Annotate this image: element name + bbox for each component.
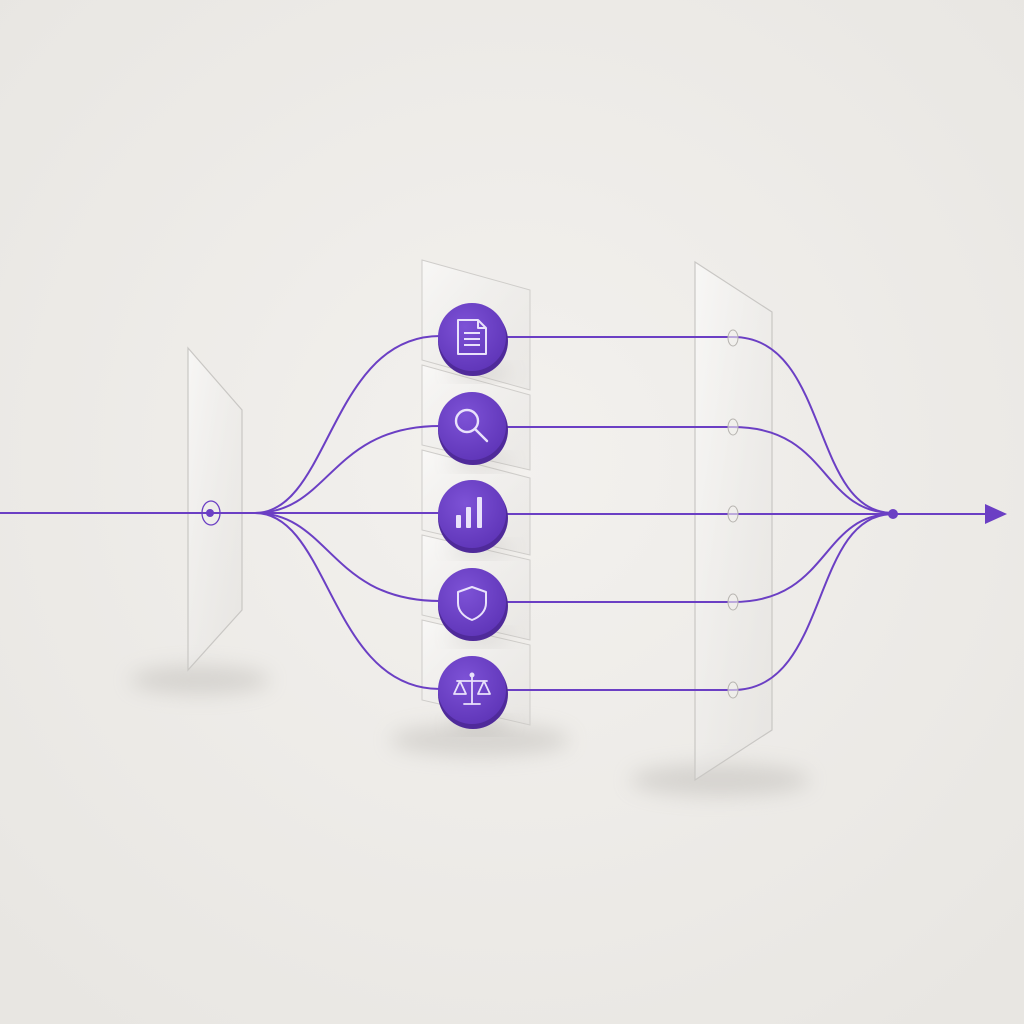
search-node — [438, 392, 510, 468]
output-port-search — [727, 418, 739, 436]
document-node — [438, 303, 510, 378]
shield-icon — [457, 586, 487, 621]
merge-node — [888, 509, 898, 519]
fan-in-line-compliance — [732, 513, 894, 691]
fan-out-line-security — [254, 512, 441, 602]
scales-icon — [453, 672, 491, 705]
document-icon — [457, 319, 487, 355]
output-ports — [727, 329, 739, 699]
fan-in-line-search — [732, 426, 894, 514]
node-discs — [438, 303, 510, 731]
input-glass-panel — [187, 346, 243, 672]
output-port-compliance — [727, 681, 739, 699]
output-port-analytics — [727, 505, 739, 523]
fan-out-line-compliance — [254, 512, 441, 690]
fan-out-line-document — [254, 335, 441, 514]
flow-lines — [0, 335, 1007, 691]
output-port-document — [727, 329, 739, 347]
input-port — [201, 500, 221, 526]
bar-chart-icon — [456, 497, 482, 528]
magnifier-icon — [454, 408, 489, 443]
analytics-node — [438, 480, 510, 555]
output-port-security — [727, 593, 739, 611]
fan-out-line-search — [254, 425, 441, 514]
security-node — [438, 568, 510, 643]
panel-shadows — [130, 666, 810, 796]
fan-in-line-security — [732, 513, 894, 603]
compliance-node — [438, 656, 510, 731]
fan-in-line-document — [732, 336, 894, 514]
